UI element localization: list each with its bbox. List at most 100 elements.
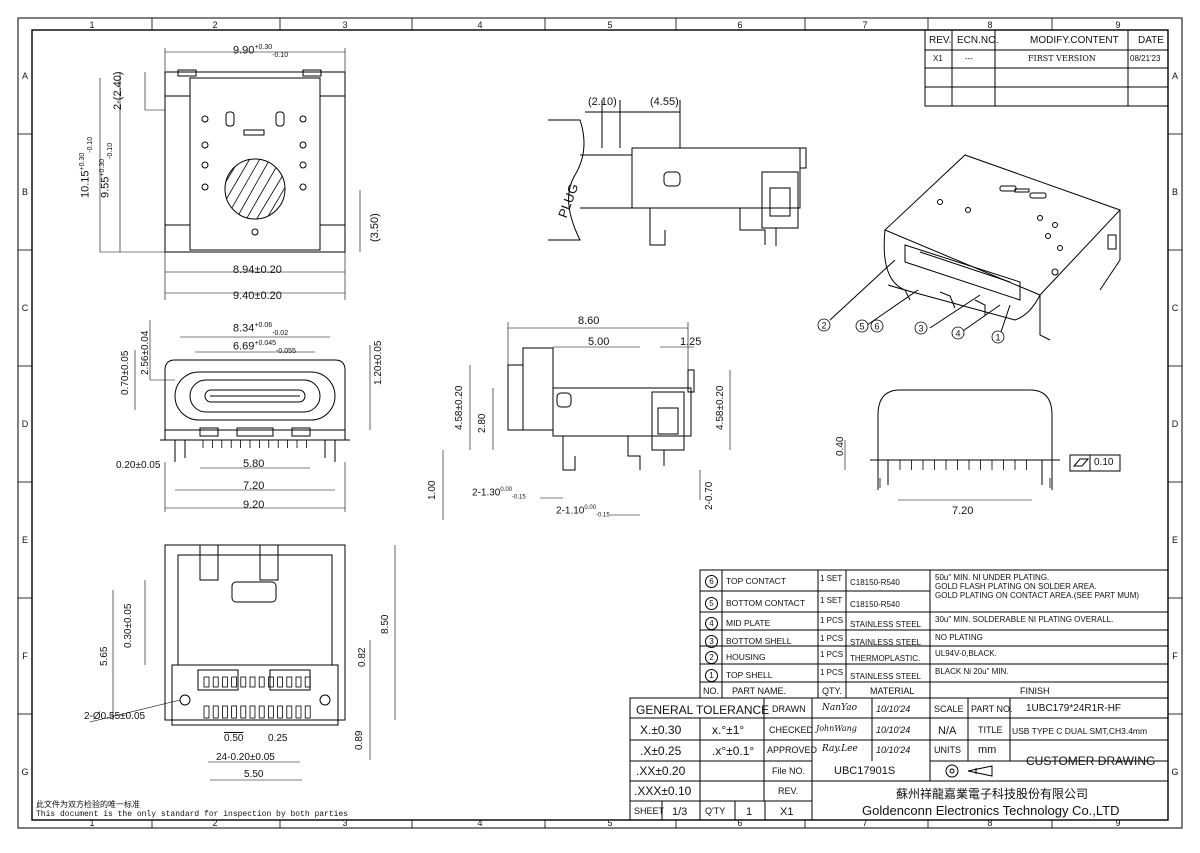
- zone-row-label-right: D: [1172, 419, 1179, 429]
- rev-header-rev: REV.: [929, 35, 952, 46]
- approved-label: APPROVED: [767, 745, 818, 755]
- zone-row-label-left: C: [22, 303, 29, 313]
- bom-row-qty: 1 PCS: [820, 668, 844, 677]
- zone-row-label-left: B: [22, 187, 28, 197]
- balloon-circle: [817, 318, 831, 332]
- company-name-cn: 蘇州祥龍嘉業電子科技股份有限公司: [896, 787, 1089, 801]
- dim-bottom-5-65: 5.65: [99, 646, 110, 666]
- plug-side-view: [548, 100, 807, 246]
- general-tolerance-label: GENERAL TOLERANCE: [636, 703, 770, 717]
- bom-row-no: 1: [705, 669, 718, 682]
- bottom-pad-top: [240, 676, 247, 688]
- dim-top-width: 9.90+0.30-0.10: [233, 44, 289, 59]
- bom-row-no: 2: [705, 651, 718, 664]
- inner-frame: [31, 29, 1169, 821]
- side-view: [507, 347, 695, 471]
- balloon-circle: [870, 319, 884, 333]
- back-view-dims: [844, 440, 1032, 501]
- bom-header-part-name: PART NAME.: [732, 686, 787, 696]
- zone-col-label-bottom: 1: [89, 818, 94, 828]
- zone-col-label-bottom: 6: [737, 818, 742, 828]
- bottom-pad-bottom: [295, 705, 302, 719]
- zone-col-label-bottom: 7: [862, 818, 867, 828]
- zone-row-label-left: G: [21, 767, 28, 777]
- units-value: mm: [978, 744, 997, 756]
- dim-bottom-5-50: 5.50: [244, 769, 264, 780]
- approved-date: 10/10'24: [876, 745, 911, 755]
- bottom-pad-bottom: [286, 705, 293, 719]
- bom-row-material: STAINLESS STEEL: [850, 620, 921, 629]
- tol-x3: .XXX±0.10: [634, 784, 692, 798]
- part-no-label: PART NO.: [971, 704, 1013, 714]
- zone-col-label-top: 5: [607, 20, 612, 30]
- revision-table-grid: [924, 29, 1169, 107]
- zone-col-label-bottom: 3: [342, 818, 347, 828]
- dim-side-2-80: 2.80: [477, 413, 488, 433]
- bom-row-no: 3: [705, 635, 718, 648]
- zone-col-label-top: 1: [89, 20, 94, 30]
- bottom-pad-top: [304, 676, 311, 688]
- title-block-grid: [629, 697, 1169, 821]
- sheet-value: 1/3: [672, 806, 688, 818]
- zone-row-label-right: G: [1171, 767, 1178, 777]
- bottom-pad-bottom: [212, 705, 219, 719]
- bom-row-part-name: TOP SHELL: [726, 670, 773, 680]
- bottom-pad-top: [249, 676, 256, 688]
- qty-label: Q'TY: [705, 806, 726, 816]
- tol-angle-2: .x°±0.1°: [712, 744, 755, 758]
- checked-name: JohnWang: [816, 724, 857, 733]
- sheet-label: SHEET: [634, 806, 665, 816]
- bom-table-grid: [699, 569, 1169, 699]
- dim-plug-4-55: (4.55): [650, 96, 679, 108]
- bottom-view: [164, 544, 346, 726]
- tol-x1: .X±0.25: [640, 744, 682, 758]
- dim-front-6-69: 6.69+0.045-0.055: [233, 340, 296, 355]
- balloon-circle: [855, 319, 869, 333]
- bom-row-material: C18150-R540: [850, 600, 900, 609]
- dim-front-9-20: 9.20: [243, 499, 265, 511]
- bottom-pad-bottom: [231, 705, 238, 719]
- bom-row-no: 5: [705, 597, 718, 610]
- dim-plug-2-10: (2.10): [588, 96, 617, 108]
- bom-row-finish: NO PLATING: [935, 633, 983, 642]
- zone-row-label-right: A: [1172, 71, 1178, 81]
- bottom-pad-bottom: [249, 705, 256, 719]
- zone-row-label-left: D: [22, 419, 29, 429]
- company-name-en: Goldenconn Electronics Technology Co.,LT…: [862, 803, 1120, 818]
- zone-col-label-top: 9: [1115, 20, 1120, 30]
- customer-drawing: CUSTOMER DRAWING: [1026, 754, 1156, 768]
- bom-row-part-name: TOP CONTACT: [726, 576, 786, 586]
- balloon-number: 3: [918, 324, 923, 334]
- rev-row-date: 08/21'23: [1130, 54, 1161, 63]
- zone-row-label-right: B: [1172, 187, 1178, 197]
- back-view: [870, 389, 1121, 490]
- bottom-pad-bottom: [277, 705, 284, 719]
- zone-col-label-top: 7: [862, 20, 867, 30]
- bom-row-material: STAINLESS STEEL: [850, 672, 921, 681]
- dim-top-9-55: 9.55+0.30-0.10: [99, 142, 114, 198]
- dim-top-8-94: 8.94±0.20: [233, 264, 282, 276]
- dim-top-10-15: 10.15+0.30-0.10: [79, 136, 94, 198]
- zone-row-label-right: C: [1172, 303, 1179, 313]
- dim-front-8-34: 8.34+0.06-0.02: [233, 322, 289, 337]
- dim-front-1-20: 1.20±0.05: [373, 340, 384, 385]
- tol-x: X.±0.30: [640, 723, 682, 737]
- flatness-value: 0.10: [1094, 457, 1114, 468]
- front-view: [160, 359, 350, 462]
- bottom-pad-top: [295, 676, 302, 688]
- bom-row-part-name: BOTTOM CONTACT: [726, 598, 806, 608]
- zone-col-label-top: 6: [737, 20, 742, 30]
- dim-front-0-20: 0.20±0.05: [116, 460, 161, 471]
- dim-bottom-0-50: 0.50: [224, 733, 244, 744]
- dim-front-2-56: 2.56±0.04: [140, 330, 151, 375]
- bottom-view-dims: [89, 545, 396, 781]
- rev-row-modify: FIRST VERSION: [1028, 54, 1096, 63]
- bom-header-finish: FINISH: [1020, 686, 1050, 696]
- title-label: TITLE: [978, 725, 1003, 735]
- drawn-label: DRAWN: [772, 704, 806, 714]
- bom-row-qty: 1 PCS: [820, 634, 844, 643]
- zone-row-label-right: F: [1172, 651, 1178, 661]
- zone-row-label-left: F: [22, 651, 28, 661]
- bom-row-finish: UL94V-0,BLACK.: [935, 649, 997, 658]
